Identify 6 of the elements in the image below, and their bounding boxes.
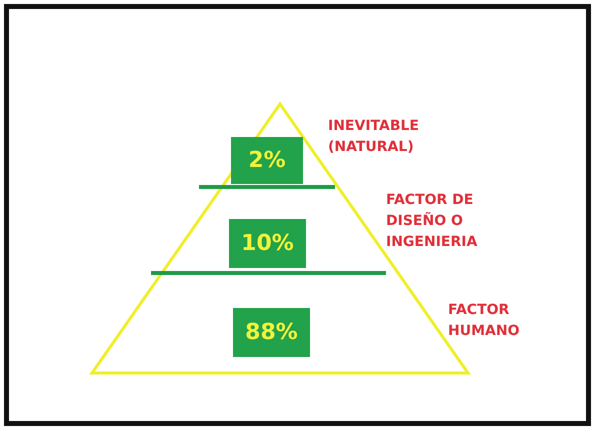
tier-label: FACTOR HUMANO	[448, 301, 520, 341]
percent-tag: 10%	[229, 219, 306, 268]
percent-tag: 2%	[231, 137, 303, 184]
percent-tag: 88%	[233, 308, 310, 357]
tier-label: INEVITABLE (NATURAL)	[328, 117, 420, 157]
tier-label: FACTOR DE DISEÑO O INGENIERIA	[386, 191, 478, 252]
